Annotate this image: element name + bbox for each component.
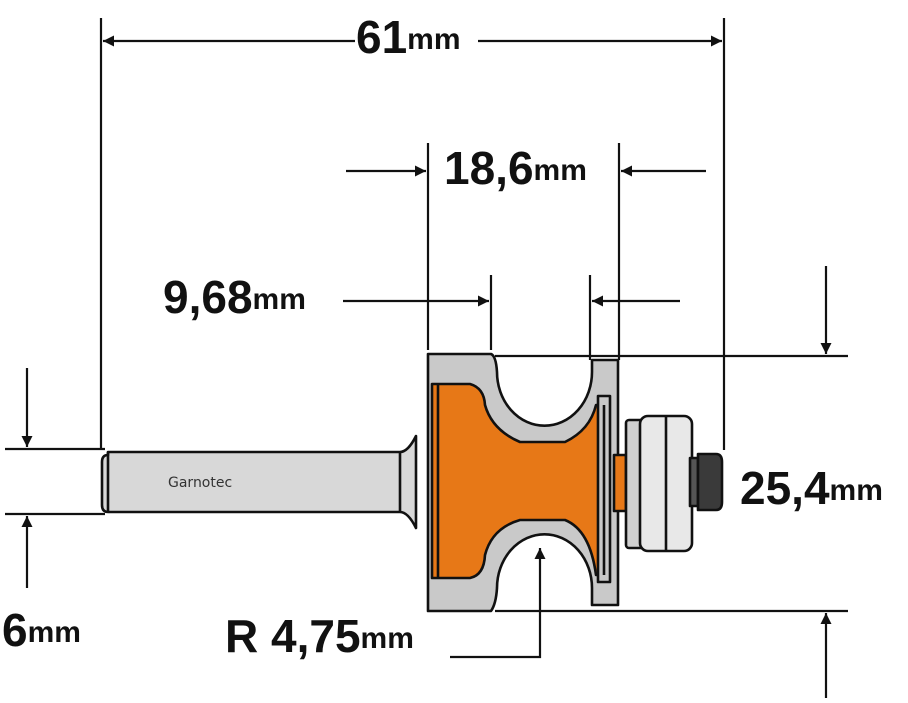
cutter-body: [426, 352, 620, 613]
radius-leader: [450, 548, 546, 659]
spacer: [612, 453, 628, 513]
profile-width-label: 9,68mm: [163, 271, 306, 323]
cutting-diameter-label: 25,4mm: [740, 462, 883, 514]
shank: [100, 434, 418, 530]
overall-length-label: 61mm: [356, 11, 461, 63]
screw: [688, 452, 724, 512]
dimension-arrows: [21, 35, 832, 698]
cutting-length-label: 18,6mm: [444, 142, 587, 194]
brand-label: Garnotec: [168, 475, 232, 491]
bearing: [624, 414, 694, 553]
radius-label: R 4,75mm: [225, 610, 414, 662]
shank-diameter-label: 6mm: [2, 604, 81, 656]
extension-lines: [5, 18, 848, 613]
